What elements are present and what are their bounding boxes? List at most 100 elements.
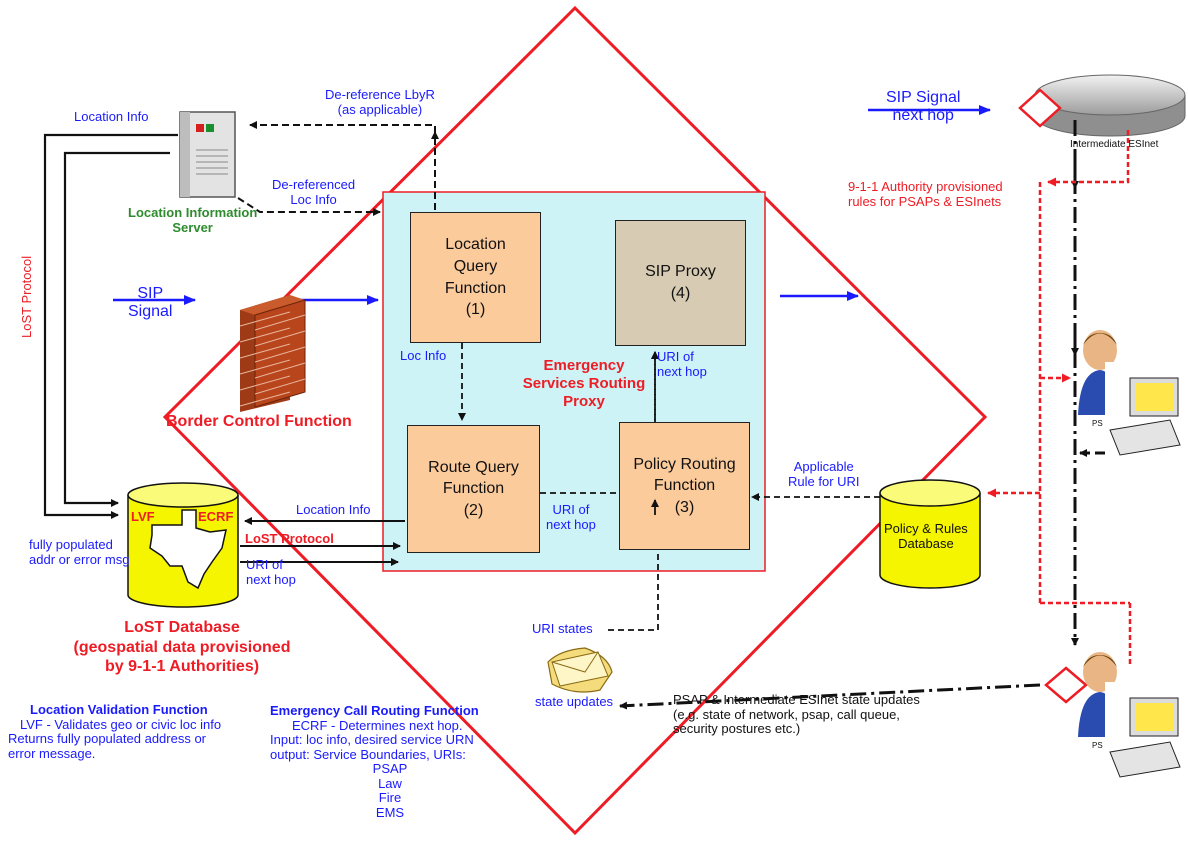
fully-populated-1: fully populated (29, 537, 113, 552)
psap-updates-3: security postures etc.) (673, 721, 801, 737)
ecrf-item-psap: PSAP (372, 761, 408, 777)
deref-lbyr-arrow (249, 121, 436, 210)
deref-lbyr-1: De-reference LbyR (325, 87, 435, 102)
lis-title: Location Information Server (128, 205, 258, 235)
psap-label-2: PS (1092, 741, 1103, 750)
fully-populated-2: addr or error msg (29, 551, 130, 567)
fully-populated-label: fully populated addr or error msg (29, 537, 130, 567)
lvf-label: LVF (131, 509, 155, 524)
state-updates-label: state updates (535, 694, 614, 709)
sip-signal-left-2: Signal (128, 302, 173, 320)
esrp-title-2: Services Routing (522, 375, 646, 392)
lvf-description: Location Validation Function LVF - Valid… (8, 702, 222, 761)
provisioning-line-top (1047, 130, 1130, 187)
lost-db-title-3: by 9-1-1 Authorities) (104, 658, 260, 676)
loc-info-label: Loc Info (400, 348, 447, 363)
route-query-function-box: Route Query Function (2) (407, 425, 540, 553)
lis-title-2: Server (172, 219, 213, 235)
rqf-label-3: (2) (463, 501, 484, 519)
applicable-2: Rule for URI (788, 473, 860, 489)
lost-protocol-line (63, 151, 170, 507)
uri-left-2: next hop (246, 571, 296, 587)
lost-db-title-1: LoST Database (124, 619, 240, 636)
authority-provisioned-label: 9-1-1 Authority provisioned rules for PS… (848, 179, 1003, 209)
location-server-icon (179, 111, 236, 198)
lqf-label-4: (1) (465, 301, 486, 319)
psap-operator-icon-1 (1078, 330, 1183, 462)
psap-updates-1: PSAP & Intermediate ESInet state updates (673, 692, 920, 707)
psap-state-updates-arrow (619, 683, 1041, 710)
lvf-desc-3: error message. (8, 745, 96, 761)
dereferenced-label: De-referenced Loc Info (272, 177, 356, 207)
policy-db-1: Policy & Rules (884, 521, 968, 536)
psap-updates-2: (e.g. state of network, psap, call queue… (673, 706, 900, 722)
ecrf-desc-1: ECRF - Determines next hop. (292, 717, 463, 733)
ecrf-item-ems: EMS (375, 804, 405, 820)
sip-proxy-box: SIP Proxy (4) (615, 220, 746, 346)
lost-database-icon (127, 482, 239, 608)
psap-operator-icon-2 (1078, 652, 1183, 782)
dereferenced-2: Loc Info (290, 191, 337, 207)
routing-boundary-diamond (162, 5, 988, 836)
lost-db-title-2: (geospatial data provisioned (73, 638, 291, 656)
psap-diamond-icon (1044, 666, 1088, 704)
policy-db-label: Policy & Rules Database (884, 521, 968, 551)
lqf-label-1: Location (445, 236, 506, 254)
uri-top-2: next hop (657, 363, 707, 379)
lvf-desc-2: Returns fully populated address or (8, 731, 207, 747)
lqf-label-2: Query (453, 257, 498, 275)
authority-1: 9-1-1 Authority provisioned (848, 179, 1003, 194)
sip-signal-label-left: SIP Signal (128, 285, 172, 321)
location-info-line (43, 133, 178, 519)
lost-protocol-vertical-label: LoST Protocol (19, 253, 35, 340)
uri-next-hop-label-left: URI of next hop (246, 557, 296, 587)
dereferenced-loc-arrow (237, 197, 381, 216)
ecrf-label: ECRF (198, 509, 234, 524)
esrp-title-1: Emergency (543, 357, 625, 374)
lis-title-1: Location Information (128, 205, 258, 220)
ecrf-desc-title: Emergency Call Routing Function (270, 703, 479, 718)
esinet-diamond-icon (1018, 88, 1062, 128)
psap-label-1: PS (1092, 419, 1103, 428)
uri-top-1: URI of (657, 349, 694, 364)
authority-2: rules for PSAPs & ESInets (848, 193, 1002, 209)
uri-next-hop-label-top: URI of next hop (657, 349, 707, 379)
policy-db-2: Database (898, 535, 954, 551)
uri-left-1: URI of (246, 557, 283, 572)
prf-label-3: (3) (674, 498, 695, 516)
rqf-label-2: Function (442, 480, 505, 498)
dereferenced-1: De-referenced (272, 177, 356, 192)
intermediate-esinet-label: Intermediate ESInet (1070, 139, 1159, 150)
location-info-label-top: Location Info (74, 109, 149, 124)
rqf-label-1: Route Query (428, 458, 519, 476)
applicable-rule-label: Applicable Rule for URI (788, 459, 860, 489)
esrp-title: Emergency Services Routing Proxy (523, 357, 646, 411)
applicable-1: Applicable (793, 459, 854, 474)
ecrf-item-law: Law (378, 775, 402, 791)
ecrf-item-fire: Fire (378, 790, 402, 806)
location-info-label-bottom: Location Info (296, 502, 371, 517)
deref-lbyr-label: De-reference LbyR (as applicable) (325, 87, 435, 117)
prf-label-2: Function (653, 477, 716, 495)
ecrf-desc-2: Input: loc info, desired service URN (270, 732, 474, 748)
firewall-icon (239, 295, 306, 412)
sip-signal-label-right: SIP Signal next hop (886, 89, 960, 125)
esinet-router-icon (1034, 74, 1186, 137)
lvf-desc-1: LVF - Validates geo or civic loc info (20, 716, 222, 732)
border-control-label: Border Control Function (166, 413, 352, 430)
uri-mid-1: URI of (552, 502, 590, 517)
lqf-label-3: Function (444, 279, 507, 297)
state-updates-icon (547, 647, 613, 693)
esrp-title-3: Proxy (563, 393, 605, 410)
deref-lbyr-2: (as applicable) (337, 101, 423, 117)
uri-states-label: URI states (532, 621, 593, 636)
uri-mid-2: next hop (546, 516, 596, 532)
sip-proxy-label-1: SIP Proxy (645, 263, 716, 281)
lost-protocol-label: LoST Protocol (245, 531, 334, 546)
prf-label-1: Policy Routing (633, 455, 736, 473)
lost-db-title: LoST Database (geospatial data provision… (74, 618, 291, 677)
psap-state-updates-label: PSAP & Intermediate ESInet state updates… (673, 692, 920, 737)
lvf-desc-title: Location Validation Function (30, 702, 208, 717)
sip-proxy-label-2: (4) (670, 285, 691, 302)
sip-signal-left-1: SIP (137, 285, 164, 302)
